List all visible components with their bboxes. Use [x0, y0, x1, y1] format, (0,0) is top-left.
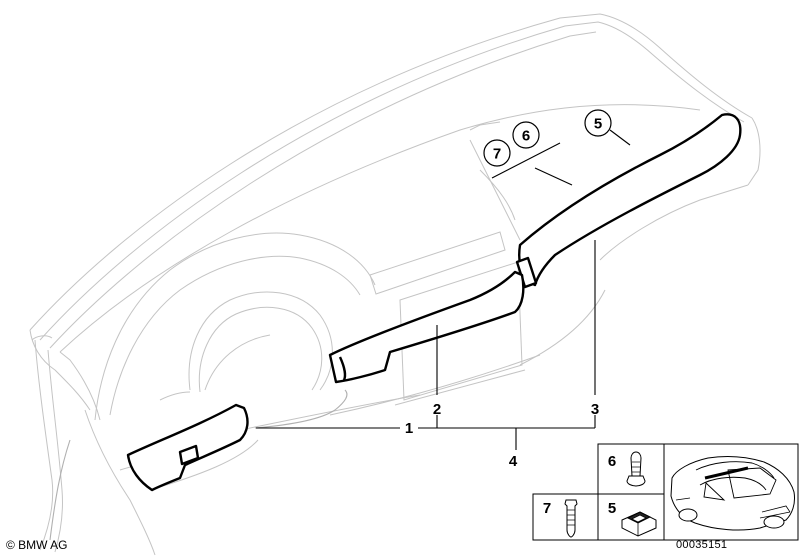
callout-5-label: 5 [594, 116, 602, 133]
copyright-text: © BMW AG [6, 538, 68, 552]
callout-1-label: 1 [405, 420, 413, 437]
callout-2-label: 2 [433, 401, 441, 418]
trim-strip-center [328, 270, 525, 384]
clip-part-5-drawing [621, 511, 657, 537]
trim-strip-passenger [515, 113, 742, 289]
inset-callout-6: 6 [608, 453, 616, 470]
document-number: 00035151 [676, 539, 728, 551]
leader-lines [256, 129, 631, 450]
inset-callout-5: 5 [608, 500, 616, 517]
callout-6-label: 6 [522, 128, 530, 145]
dashboard-outline [29, 13, 761, 556]
callout-6-circled: 6 [512, 121, 540, 149]
pin-part-7-drawing [564, 499, 578, 538]
trim-strip-driver [126, 403, 249, 492]
callout-4-label: 4 [509, 453, 518, 470]
car-thumbnail-drawing [670, 456, 795, 531]
callout-7-circled: 7 [483, 139, 511, 167]
callout-7-label: 7 [493, 146, 501, 163]
callout-5-circled: 5 [584, 109, 612, 137]
callout-3-label: 3 [591, 401, 599, 418]
clip-part-6-drawing [626, 451, 646, 487]
inset-callout-7: 7 [543, 500, 551, 517]
